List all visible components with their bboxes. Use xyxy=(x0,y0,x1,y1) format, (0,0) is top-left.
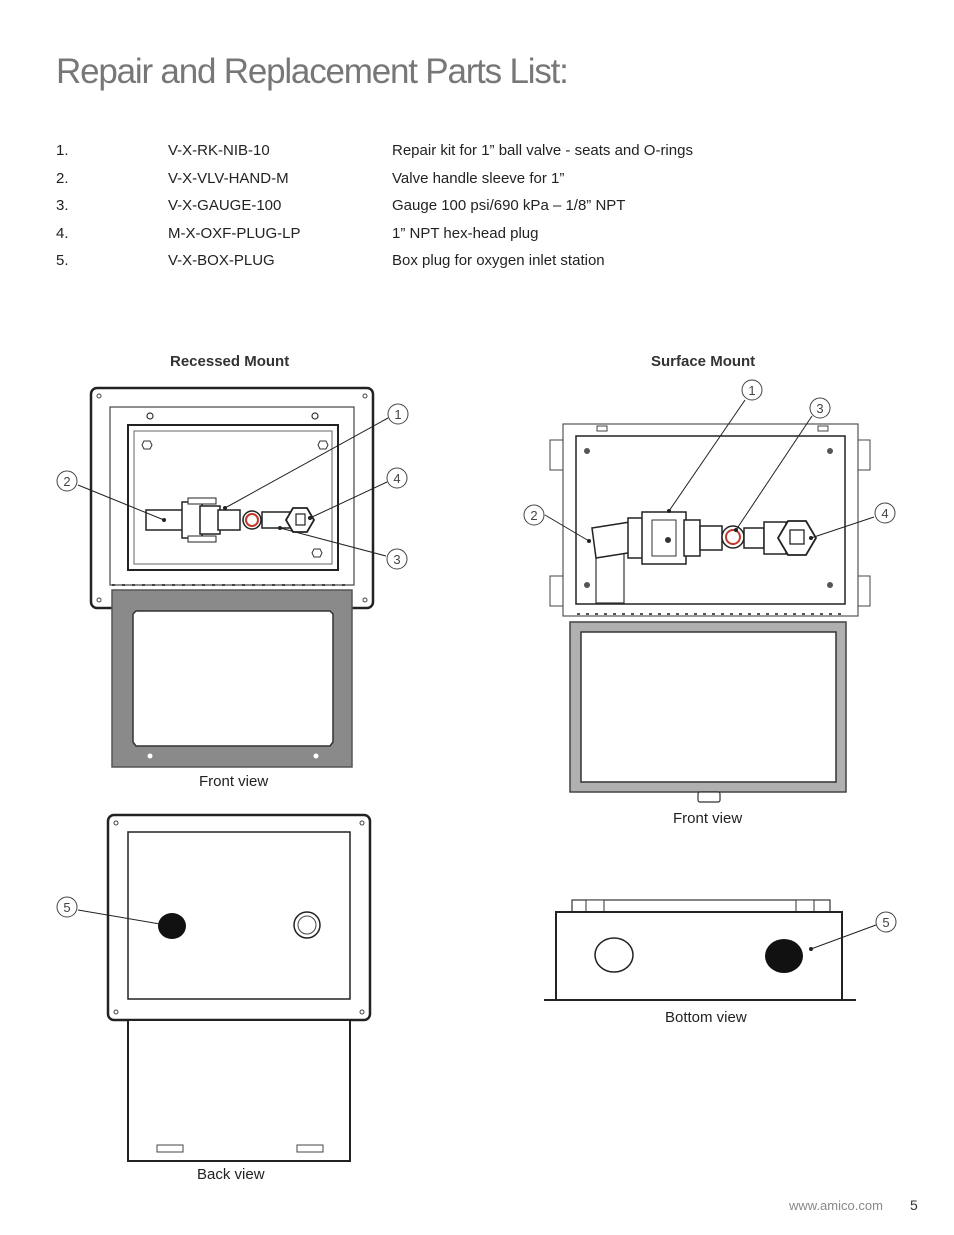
callout-4-recessed: 4 xyxy=(386,467,408,489)
part-description: Box plug for oxygen inlet station xyxy=(392,252,605,269)
parts-list-item: 3. V-X-GAUGE-100 Gauge 100 psi/690 kPa –… xyxy=(56,193,756,221)
page-number: 5 xyxy=(910,1197,918,1213)
footer-website: www.amico.com xyxy=(789,1198,883,1213)
callout-3-recessed: 3 xyxy=(386,548,408,570)
page-title: Repair and Replacement Parts List: xyxy=(56,52,569,91)
surface-front-view-caption: Front view xyxy=(673,810,743,827)
callout-1-recessed: 1 xyxy=(387,403,409,425)
callout-5-recessed: 5 xyxy=(56,896,78,918)
surface-front-view-drawing xyxy=(544,399,875,803)
recessed-back-view-drawing xyxy=(77,813,372,1162)
svg-text:5: 5 xyxy=(882,915,889,930)
svg-text:3: 3 xyxy=(816,401,823,416)
parts-list-item: 1. V-X-RK-NIB-10 Repair kit for 1” ball … xyxy=(56,138,756,166)
recessed-back-view-caption: Back view xyxy=(197,1166,265,1183)
parts-list: 1. V-X-RK-NIB-10 Repair kit for 1” ball … xyxy=(56,138,756,276)
surface-bottom-view-drawing xyxy=(544,899,877,1001)
part-description: Gauge 100 psi/690 kPa – 1/8” NPT xyxy=(392,197,626,214)
part-description: Valve handle sleeve for 1” xyxy=(392,169,565,187)
parts-list-item: 5. V-X-BOX-PLUG Box plug for oxygen inle… xyxy=(56,248,756,276)
part-number: 1. xyxy=(56,142,69,159)
part-code: V-X-GAUGE-100 xyxy=(168,197,282,214)
callout-2-surface: 2 xyxy=(523,504,545,526)
svg-text:1: 1 xyxy=(748,383,755,398)
part-number: 2. xyxy=(56,169,69,187)
recessed-front-view-drawing xyxy=(77,386,389,768)
svg-text:2: 2 xyxy=(530,508,537,523)
svg-text:4: 4 xyxy=(393,471,400,486)
part-number: 5. xyxy=(56,252,69,269)
part-number: 4. xyxy=(56,224,69,242)
svg-text:3: 3 xyxy=(393,552,400,567)
part-description: 1” NPT hex-head plug xyxy=(392,224,539,242)
recessed-mount-heading: Recessed Mount xyxy=(170,353,290,370)
surface-bottom-view-caption: Bottom view xyxy=(665,1009,747,1026)
part-number: 3. xyxy=(56,197,69,214)
part-code: V-X-VLV-HAND-M xyxy=(168,169,289,187)
surface-mount-heading: Surface Mount xyxy=(651,353,756,370)
svg-text:1: 1 xyxy=(394,407,401,422)
svg-text:2: 2 xyxy=(63,474,70,489)
svg-text:5: 5 xyxy=(63,900,70,915)
part-code: V-X-RK-NIB-10 xyxy=(168,142,270,159)
parts-list-item: 2. V-X-VLV-HAND-M Valve handle sleeve fo… xyxy=(56,166,756,194)
svg-text:4: 4 xyxy=(881,506,888,521)
callout-4-surface: 4 xyxy=(874,502,896,524)
part-description: Repair kit for 1” ball valve - seats and… xyxy=(392,142,693,159)
callout-2-recessed: 2 xyxy=(56,470,78,492)
parts-list-item: 4. M-X-OXF-PLUG-LP 1” NPT hex-head plug xyxy=(56,221,756,249)
recessed-front-view-caption: Front view xyxy=(199,773,269,790)
callout-1-surface: 1 xyxy=(741,379,763,401)
part-code: M-X-OXF-PLUG-LP xyxy=(168,224,301,242)
callout-3-surface: 3 xyxy=(809,397,831,419)
callout-5-surface: 5 xyxy=(875,911,897,933)
part-code: V-X-BOX-PLUG xyxy=(168,252,275,269)
